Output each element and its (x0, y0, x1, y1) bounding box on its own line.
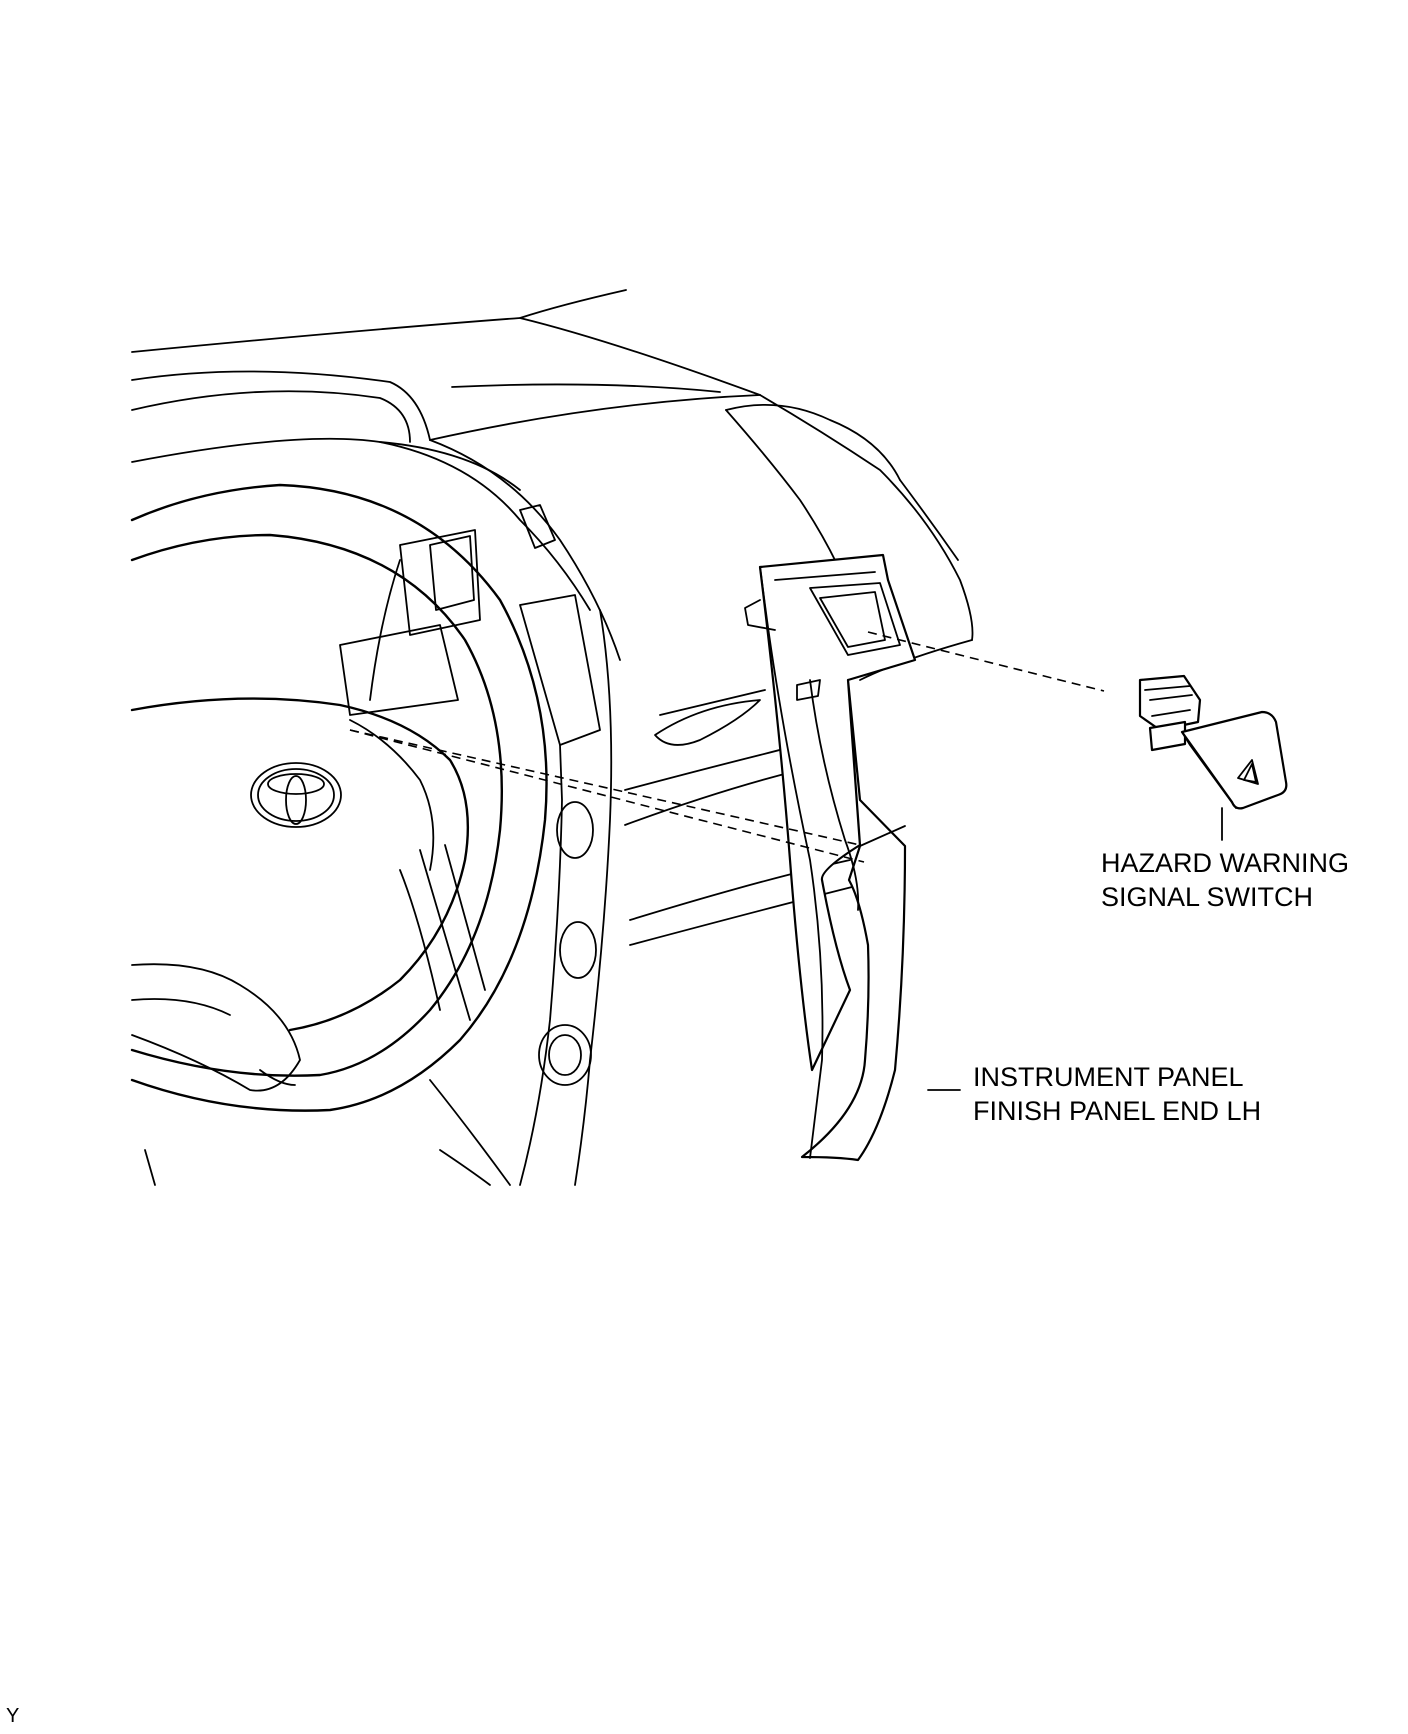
steering-wheel (130, 483, 548, 1186)
instrument-panel-finish-panel-end-lh-label: INSTRUMENT PANEL FINISH PANEL END LH (973, 1060, 1261, 1128)
assembly-lead-lines (349, 631, 1105, 863)
hazard-warning-signal-switch (1138, 674, 1288, 810)
callout-leaders (927, 807, 1223, 1091)
label-line: HAZARD WARNING (1101, 848, 1349, 878)
label-line: INSTRUMENT PANEL (973, 1062, 1244, 1092)
label-line: FINISH PANEL END LH (973, 1096, 1262, 1126)
label-line: SIGNAL SWITCH (1101, 882, 1314, 912)
toyota-logo-icon (250, 762, 342, 828)
instrument-panel-finish-panel-end-lh (744, 553, 917, 1162)
corner-code: Y (6, 1705, 20, 1727)
hazard-triangle-icon (1243, 763, 1257, 783)
hazard-warning-signal-switch-label: HAZARD WARNING SIGNAL SWITCH (1101, 846, 1349, 914)
